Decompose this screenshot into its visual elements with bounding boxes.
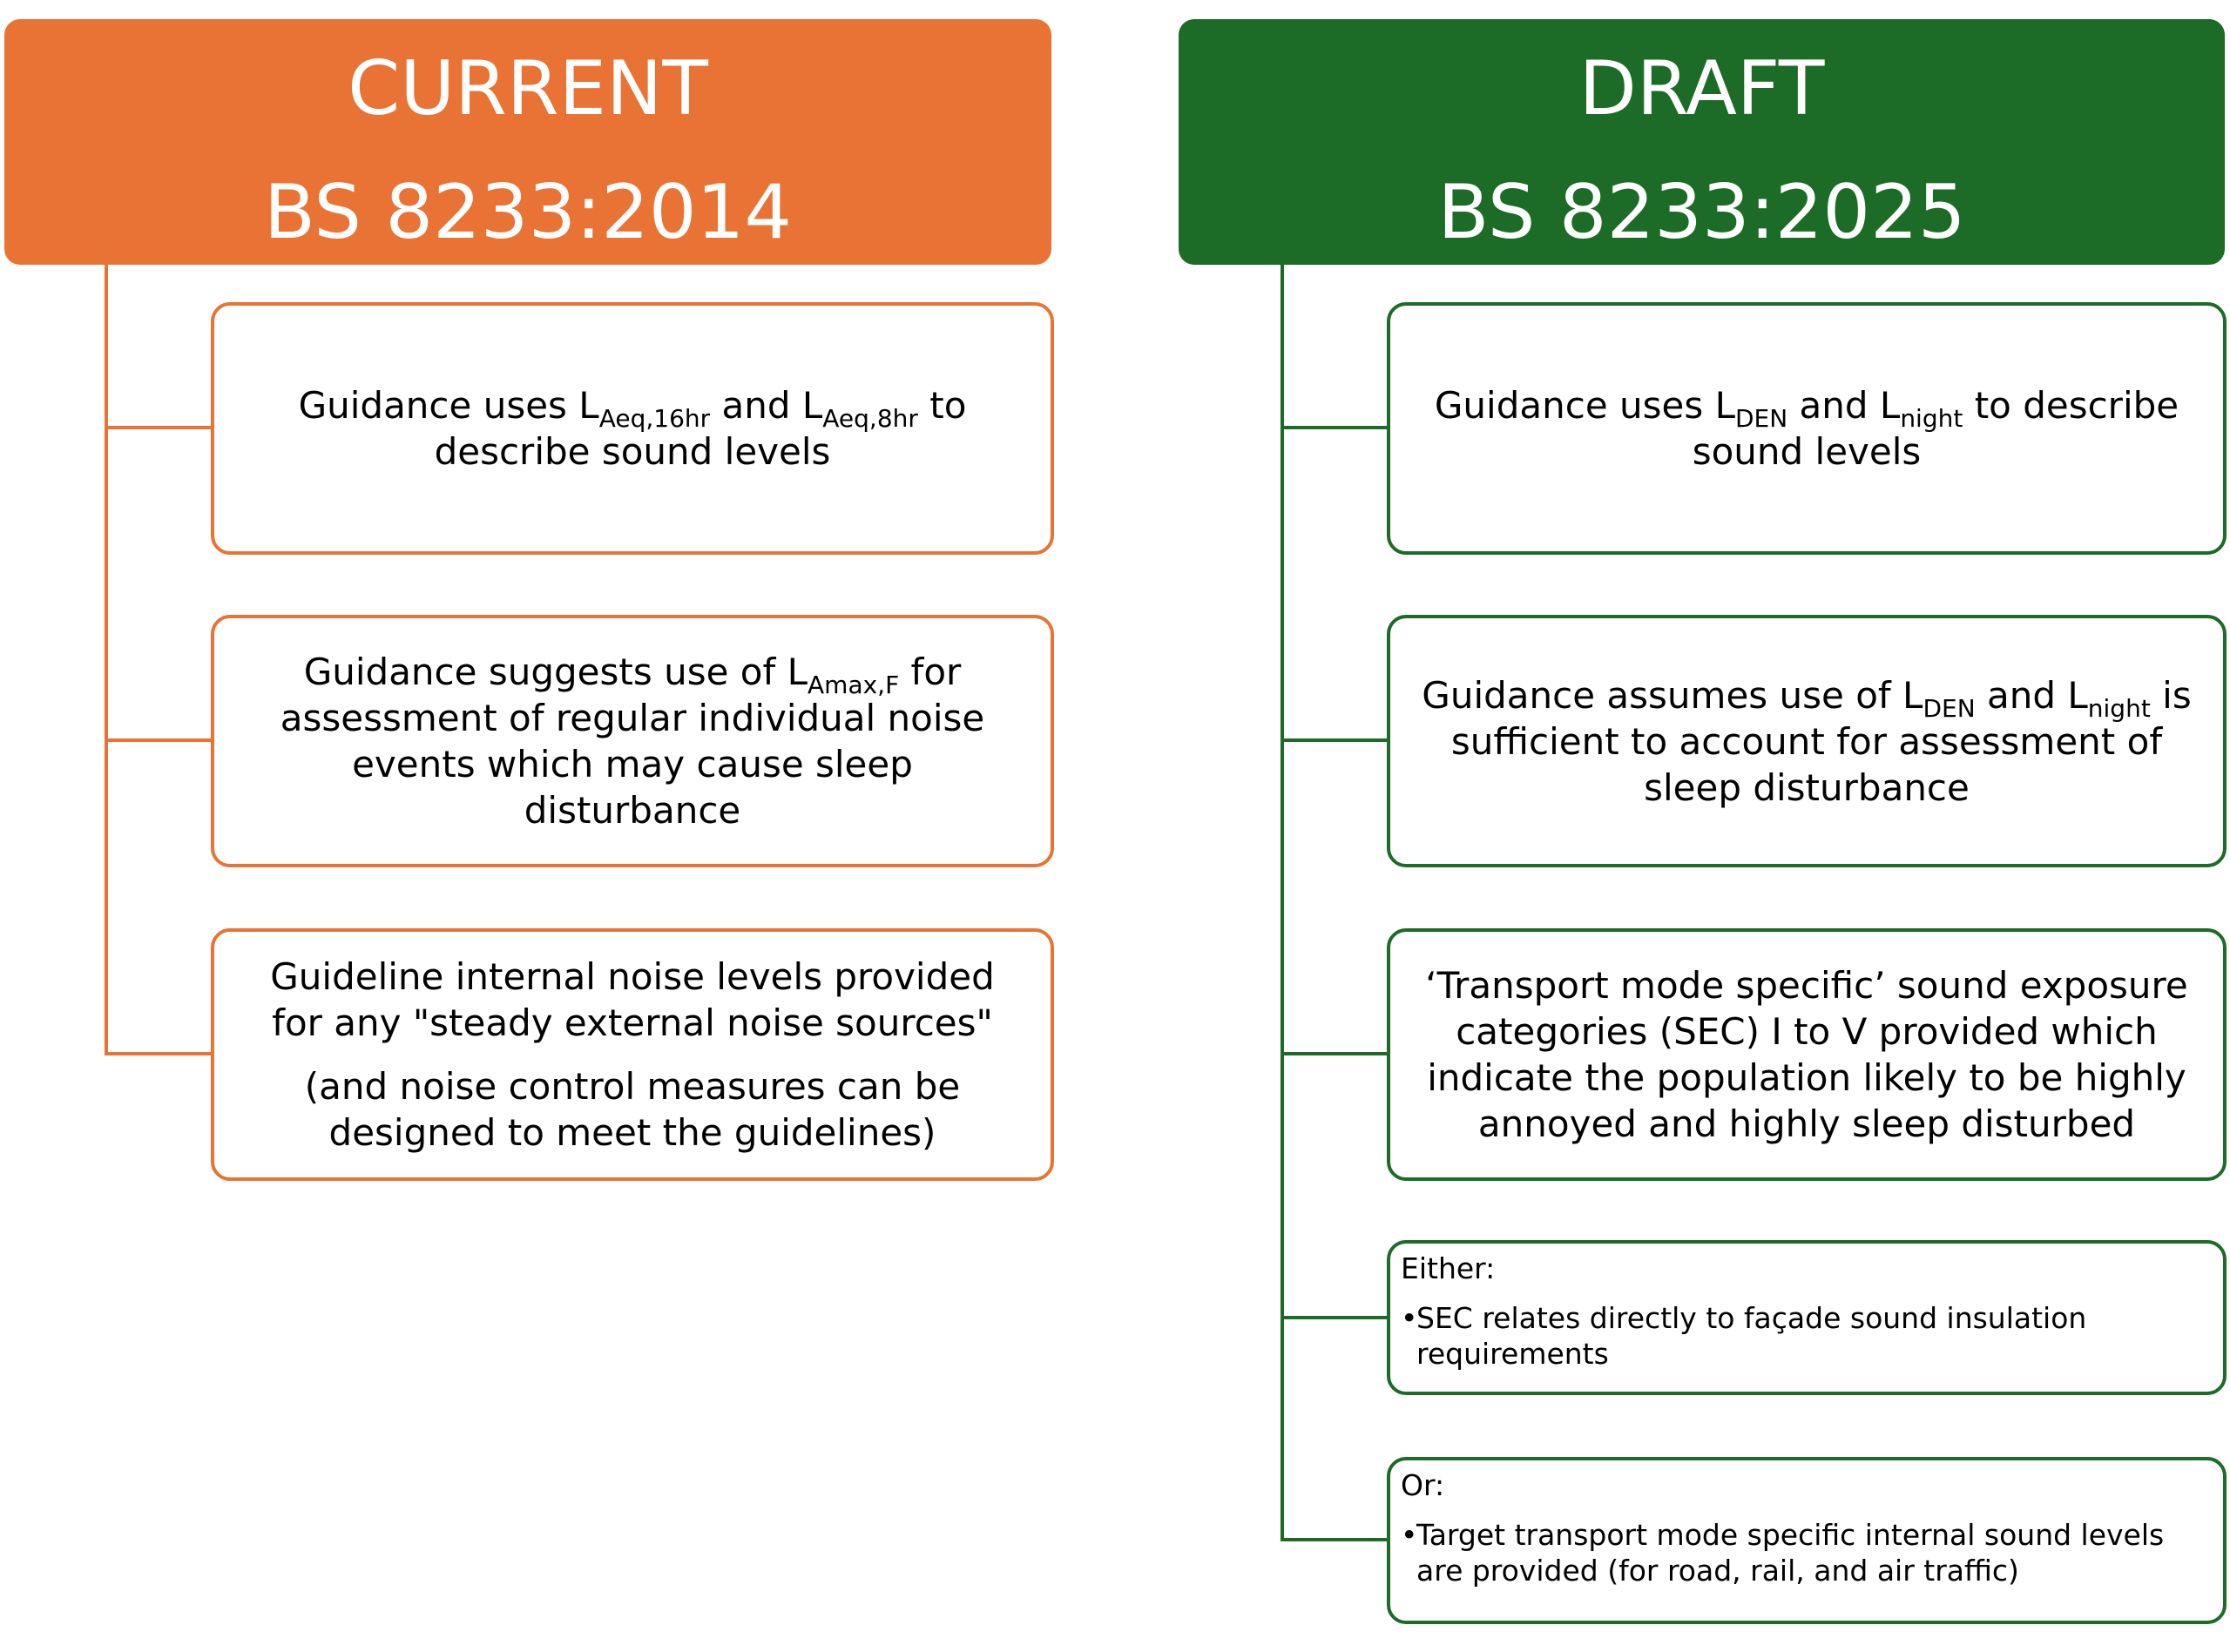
draft-box-sleep-text: Guidance assumes use of LDEN and Lnight … (1422, 673, 2192, 809)
bullet-icon: • (1401, 1301, 1418, 1335)
draft-connector-3 (1281, 1052, 1389, 1055)
current-box-lamax-text: Guidance suggests use of LAmax,F for ass… (280, 651, 985, 832)
draft-connector-5 (1281, 1538, 1389, 1541)
current-box-metrics: Guidance uses LAeq,16hr and LAeq,8hr to … (211, 302, 1054, 555)
draft-either-label: Either: (1401, 1251, 1496, 1285)
draft-connector-2 (1281, 738, 1389, 742)
draft-box-or: Or: • Target transport mode specific int… (1387, 1457, 2227, 1624)
draft-box-sec: ‘Transport mode specific’ sound exposure… (1387, 928, 2227, 1181)
draft-box-sleep: Guidance assumes use of LDEN and Lnight … (1387, 615, 2227, 867)
current-header: CURRENT BS 8233:2014 (4, 19, 1051, 265)
draft-connector-trunk (1281, 265, 1284, 1541)
draft-box-either: Either: • SEC relates directly to façade… (1387, 1240, 2227, 1395)
current-connector-1 (105, 426, 213, 429)
draft-either-item: SEC relates directly to façade sound ins… (1416, 1301, 2087, 1371)
current-connector-trunk (105, 265, 108, 1055)
current-box-metrics-text: Guidance uses LAeq,16hr and LAeq,8hr to … (298, 384, 967, 473)
current-box-lamax: Guidance suggests use of LAmax,F for ass… (211, 615, 1054, 867)
draft-standard: BS 8233:2025 (1437, 169, 1966, 256)
bullet-icon: • (1401, 1518, 1418, 1552)
draft-box-sec-text: ‘Transport mode specific’ sound exposure… (1425, 964, 2188, 1145)
current-box-guideline-text: Guideline internal noise levels provided… (270, 955, 995, 1044)
draft-connector-1 (1281, 426, 1389, 429)
draft-or-label: Or: (1401, 1468, 1445, 1502)
current-connector-2 (105, 738, 213, 742)
list-item: • SEC relates directly to façade sound i… (1401, 1300, 2213, 1372)
current-connector-3 (105, 1052, 213, 1055)
draft-box-metrics: Guidance uses LDEN and Lnight to describ… (1387, 302, 2227, 555)
draft-box-metrics-text: Guidance uses LDEN and Lnight to describ… (1434, 384, 2179, 473)
draft-header: DRAFT BS 8233:2025 (1179, 19, 2225, 265)
draft-title: DRAFT (1578, 45, 1825, 132)
draft-connector-4 (1281, 1316, 1389, 1319)
current-standard: BS 8233:2014 (263, 169, 793, 256)
draft-or-item: Target transport mode specific internal … (1416, 1518, 2165, 1588)
list-item: • Target transport mode specific interna… (1401, 1517, 2213, 1588)
current-title: CURRENT (348, 45, 708, 132)
current-box-guideline-note: (and noise control measures can be desig… (304, 1065, 961, 1154)
current-box-guideline-levels: Guideline internal noise levels provided… (211, 928, 1054, 1181)
